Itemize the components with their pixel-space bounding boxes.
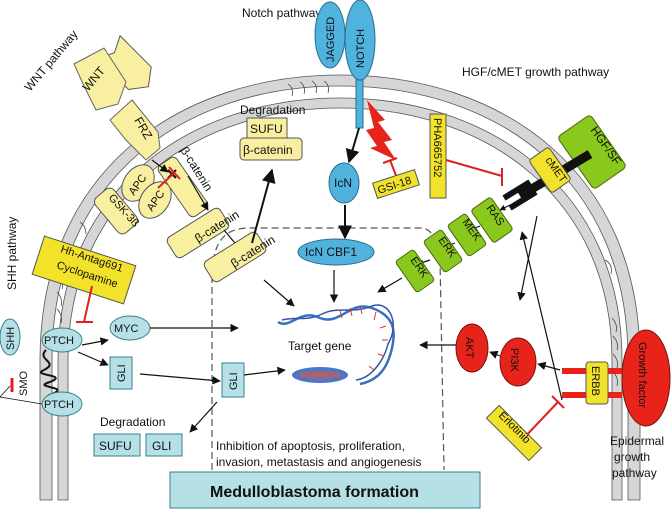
icn-cbf1-label: IcN CBF1 xyxy=(305,245,357,259)
shh-pathway-label: SHH pathway xyxy=(5,217,19,290)
beta-catenin-mid-box xyxy=(166,207,230,259)
akt-shape xyxy=(455,323,489,373)
cmet-receptor-bars xyxy=(502,179,538,211)
shh-deg-sufu-box xyxy=(93,433,141,457)
notch-to-icn-arrow xyxy=(345,127,360,164)
hh-antag-box xyxy=(31,235,137,305)
ptch-to-myc-arrow xyxy=(81,337,109,346)
gsk3b-box xyxy=(93,187,139,235)
wnt-deg-sufu-label: SUFU xyxy=(250,122,283,136)
medulloblastoma-formation-box xyxy=(169,471,481,509)
egf-pathway-label-line1: Epidermal xyxy=(610,434,664,448)
apc-2-shape xyxy=(138,181,172,219)
gsi-inhibition-line xyxy=(382,157,398,179)
shh-ligand-label: SHH xyxy=(5,327,17,350)
bcat-to-degradation-arrow xyxy=(251,168,276,244)
medulloblastoma-formation-label: Medulloblastoma formation xyxy=(210,484,419,501)
pi3k-label: PI3K xyxy=(508,348,520,373)
erbb-to-ras-arrow xyxy=(519,231,563,401)
icn-label: IcN xyxy=(334,176,352,190)
outcome-line-1: Inhibition of apoptosis, proliferation, xyxy=(216,439,405,453)
ptch-top-shape xyxy=(41,327,83,353)
gli-nuclear-label: GLI xyxy=(228,372,240,390)
wnt-deg-bcat-box xyxy=(239,137,303,161)
dna-helix-icon xyxy=(277,304,395,386)
shh-deg-gli-box xyxy=(145,433,183,457)
shh-deg-gli-label: GLI xyxy=(152,439,171,453)
shh-degradation-label: Degradation xyxy=(100,415,165,429)
gli-to-gene-arrow xyxy=(243,366,286,376)
notch-transmembrane xyxy=(355,79,364,129)
ptch-bottom-shape xyxy=(41,391,83,417)
pha-inhibition-line xyxy=(445,159,503,186)
cmet-to-ras-arrow xyxy=(499,204,511,211)
notch-receptor-label: NOTCH xyxy=(355,29,367,68)
cleavage-bolt-icon xyxy=(366,100,396,160)
cmet-box xyxy=(529,147,571,193)
growth-factor-shape xyxy=(621,329,671,427)
apc-inhibition-line xyxy=(157,166,181,189)
smo-pointer-lines xyxy=(0,385,43,405)
shh-ligand-shape xyxy=(0,318,21,356)
akt-label: AKT xyxy=(463,337,475,359)
icn-cbf1-shape xyxy=(297,238,375,266)
frz-to-apc-arrow xyxy=(151,159,169,173)
notch-pathway-label: Notch pathway xyxy=(242,6,321,20)
ptch-bottom-label: PTCH xyxy=(44,399,74,411)
hh-antag-inhibition-line xyxy=(76,285,93,323)
beta-catenin-nuclear-box xyxy=(203,231,267,283)
wnt-pathway-label: WNT pathway xyxy=(22,27,81,94)
wnt-ligand xyxy=(96,34,152,91)
mek-box xyxy=(447,213,487,257)
target-gene-label: Target gene xyxy=(288,339,352,353)
erlotinib-box xyxy=(485,404,543,462)
bcat-arrow-1 xyxy=(187,175,209,211)
myc-label: MYC xyxy=(114,323,139,335)
pi3k-to-akt-arrow xyxy=(489,350,501,359)
growth-factor-label: Growth factor xyxy=(636,342,648,408)
gli-cyto-box xyxy=(109,356,133,390)
wnt-shape xyxy=(73,47,127,111)
erbb-box xyxy=(585,361,609,405)
shh-deg-sufu-label: SUFU xyxy=(99,439,132,453)
erk-to-gene-arrow xyxy=(377,277,403,293)
erbb-label: ERBB xyxy=(589,366,601,396)
wnt-degradation-label: Degradation xyxy=(240,103,305,117)
gsi-18-box xyxy=(371,168,421,200)
ptch-top-label: PTCH xyxy=(44,335,74,347)
pi3k-shape xyxy=(499,337,537,387)
egf-pathway-label-line3: pathway xyxy=(612,466,657,480)
gli-to-nucleus-arrow xyxy=(139,373,221,385)
ptch-to-gli-arrow xyxy=(77,351,109,366)
erbb-to-pi3k-arrow xyxy=(537,361,561,371)
erk-2-box xyxy=(395,249,435,293)
smo-label: SMO xyxy=(18,371,30,397)
hgf-pathway-label: HGF/cMET growth pathway xyxy=(462,65,609,79)
gli-nuclear-box xyxy=(221,362,245,398)
ras-box xyxy=(471,197,513,243)
frz-shape xyxy=(109,99,161,161)
outcome-line-2: invasion, metastasis and angiogenesis xyxy=(216,455,421,469)
gli-to-degradation-arrow xyxy=(189,401,218,433)
bcat-to-gene-arrow xyxy=(263,279,295,307)
jagged-label: JAGGED xyxy=(325,17,337,62)
pha665752-box xyxy=(429,113,447,199)
pha665752-label: PHA665752 xyxy=(431,118,443,177)
gli-cyto-label: GLI xyxy=(116,364,128,382)
erk-1-box xyxy=(423,229,463,273)
egf-pathway-label-line2: growth xyxy=(614,450,650,464)
icn-shape xyxy=(328,162,360,204)
wnt-deg-bcat-label: β-catenin xyxy=(243,143,293,157)
